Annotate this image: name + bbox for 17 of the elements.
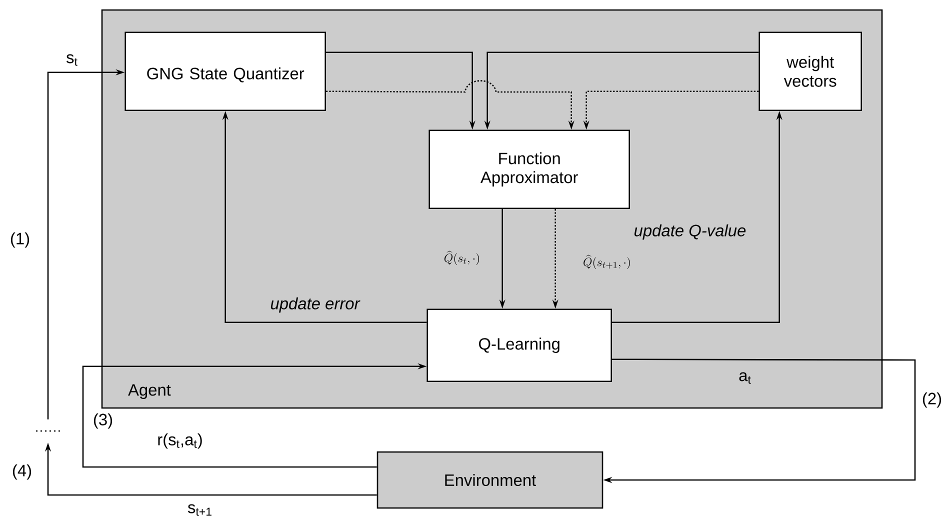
edge-label: s$_{t}$ — [64, 52, 80, 68]
edge-label: update Q-value — [632, 222, 748, 242]
edge-label: a$_{t}$ — [737, 370, 753, 386]
step-number: (1) — [10, 232, 30, 248]
step-number: (3) — [94, 413, 112, 429]
edge-label: $\widehat{Q}(s_{t+1},\cdot)$ — [581, 253, 633, 271]
edge-label: s$_{t+1}$ — [186, 502, 214, 518]
environment-box: Environment — [376, 451, 604, 509]
step-number: (2) — [922, 392, 942, 408]
process-box: Q-Learning — [426, 308, 612, 382]
step-number: (4) — [12, 464, 32, 480]
process-box: Function Approximator — [428, 130, 630, 209]
edge-label: update error — [268, 296, 362, 314]
edge-label: $\widehat{Q}(s_{t},\cdot)$ — [442, 249, 482, 267]
process-box: GNG State Quantizer — [124, 32, 326, 111]
edge-label: r(s$_{t}$,a$_{t}$) — [156, 432, 204, 450]
process-box: weight vectors — [758, 32, 862, 111]
